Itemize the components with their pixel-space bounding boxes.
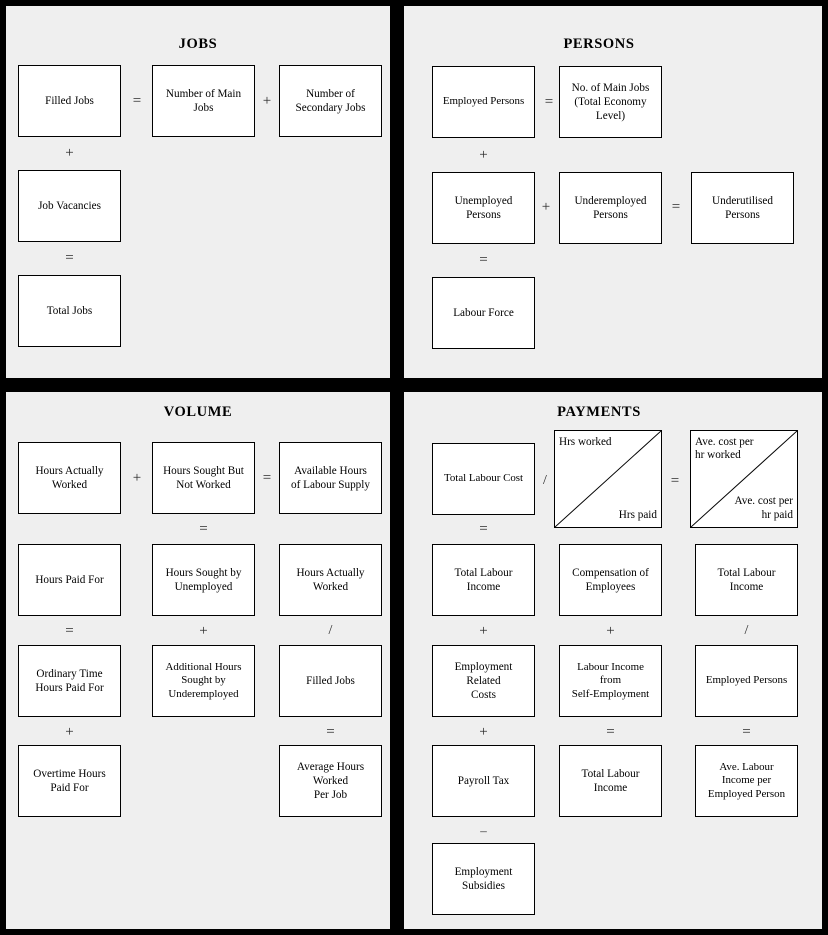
box-labour-force[interactable]: Labour Force [432, 277, 535, 349]
box-number-of-main-jobs[interactable]: Number of Main Jobs [152, 65, 255, 137]
box-hours-actually-worked-2[interactable]: Hours Actually Worked [279, 544, 382, 616]
label-ave-cost-per-hr-paid: Ave. cost per hr paid [734, 495, 793, 521]
operator-equals-payments-c2c: = [606, 724, 615, 740]
quadrant-title-persons: PERSONS [563, 36, 635, 52]
box-total-labour-income-2[interactable]: Total Labour Income [695, 544, 798, 616]
operator-slash-volume-c3b: / [328, 623, 333, 638]
quadrant-volume: VOLUME Hours Actually Worked + Hours Sou… [6, 392, 390, 929]
operator-plus-jobs-r1: + [262, 93, 272, 109]
box-job-vacancies[interactable]: Job Vacancies [18, 170, 121, 242]
box-compensation-of-employees[interactable]: Compensation of Employees [559, 544, 662, 616]
operator-plus-jobs-c1a: + [65, 145, 74, 161]
label-hrs-paid: Hrs paid [618, 508, 657, 521]
box-number-of-secondary-jobs[interactable]: Number of Secondary Jobs [279, 65, 382, 137]
box-ordinary-time-hours-paid-for[interactable]: Ordinary Time Hours Paid For [18, 645, 121, 717]
operator-plus-payments-c1c: + [479, 724, 488, 740]
box-hours-sought-but-not-worked[interactable]: Hours Sought But Not Worked [152, 442, 255, 514]
box-available-hours-of-labour-supply[interactable]: Available Hours of Labour Supply [279, 442, 382, 514]
operator-plus-volume-r1: + [132, 470, 142, 486]
box-additional-hours-sought-by-underemployed[interactable]: Additional Hours Sought by Underemployed [152, 645, 255, 717]
operator-plus-persons-r2: + [541, 199, 551, 215]
box-hours-actually-worked[interactable]: Hours Actually Worked [18, 442, 121, 514]
box-hrs-worked-over-hrs-paid[interactable]: Hrs worked Hrs paid [554, 430, 662, 528]
operator-equals-volume-r1: = [262, 470, 272, 486]
quadrant-title-jobs: JOBS [178, 36, 218, 52]
quadrant-jobs: JOBS Filled Jobs = Number of Main Jobs +… [6, 6, 390, 378]
box-no-of-main-jobs-total-economy[interactable]: No. of Main Jobs (Total Economy Level) [559, 66, 662, 138]
operator-slash-payments-r1: / [543, 473, 547, 488]
box-hours-sought-by-unemployed[interactable]: Hours Sought by Unemployed [152, 544, 255, 616]
operator-equals-persons-r2: = [671, 199, 681, 215]
quadrant-title-volume: VOLUME [163, 404, 233, 420]
box-payroll-tax[interactable]: Payroll Tax [432, 745, 535, 817]
box-employed-persons-payments[interactable]: Employed Persons [695, 645, 798, 717]
operator-equals-payments-c3c: = [742, 724, 751, 740]
operator-equals-payments-r1: = [670, 473, 680, 489]
operator-plus-persons-c1a: + [479, 147, 488, 163]
operator-equals-jobs-c1b: = [65, 250, 74, 266]
box-employment-subsidies[interactable]: Employment Subsidies [432, 843, 535, 915]
operator-plus-payments-c2b: + [606, 623, 615, 639]
box-overtime-hours-paid-for[interactable]: Overtime Hours Paid For [18, 745, 121, 817]
box-ave-cost-per-hr-worked-over-paid[interactable]: Ave. cost per hr worked Ave. cost per hr… [690, 430, 798, 528]
quadrant-title-payments: PAYMENTS [557, 404, 641, 420]
box-hours-paid-for[interactable]: Hours Paid For [18, 544, 121, 616]
operator-equals-volume-c1a: = [65, 623, 74, 639]
operator-plus-volume-c2b: + [199, 623, 208, 639]
box-total-labour-income-1[interactable]: Total Labour Income [432, 544, 535, 616]
box-employed-persons[interactable]: Employed Persons [432, 66, 535, 138]
box-filled-jobs[interactable]: Filled Jobs [18, 65, 121, 137]
label-hrs-worked: Hrs worked [559, 436, 612, 448]
box-underutilised-persons[interactable]: Underutilised Persons [691, 172, 794, 244]
box-average-hours-worked-per-job[interactable]: Average Hours Worked Per Job [279, 745, 382, 817]
operator-equals-persons-r1: = [544, 94, 554, 110]
label-ave-cost-per-hr-worked: Ave. cost per hr worked [695, 436, 754, 462]
operator-equals-jobs-r1: = [132, 93, 142, 109]
quadrant-persons: PERSONS Employed Persons = No. of Main J… [404, 6, 822, 378]
box-ave-labour-income-per-employed-person[interactable]: Ave. Labour Income per Employed Person [695, 745, 798, 817]
box-filled-jobs-volume[interactable]: Filled Jobs [279, 645, 382, 717]
box-total-labour-income-3[interactable]: Total Labour Income [559, 745, 662, 817]
operator-equals-persons-c1b: = [479, 252, 488, 268]
box-total-jobs[interactable]: Total Jobs [18, 275, 121, 347]
operator-slash-payments-c3b: / [744, 623, 749, 638]
diagonal-divider-icon [555, 431, 661, 527]
box-underemployed-persons[interactable]: Underemployed Persons [559, 172, 662, 244]
box-employment-related-costs[interactable]: Employment Related Costs [432, 645, 535, 717]
quadrant-payments: PAYMENTS Total Labour Cost / Hrs worked … [404, 392, 822, 929]
diagonal-divider-icon [691, 431, 797, 527]
operator-minus-payments-c1d: – [480, 823, 487, 838]
box-unemployed-persons[interactable]: Unemployed Persons [432, 172, 535, 244]
operator-equals-payments-c1a: = [479, 521, 488, 537]
operator-plus-volume-c1b: + [65, 724, 74, 740]
operator-plus-payments-c1b: + [479, 623, 488, 639]
operator-equals-volume-c3c: = [326, 724, 335, 740]
operator-equals-volume-c2a: = [199, 521, 208, 537]
box-total-labour-cost[interactable]: Total Labour Cost [432, 443, 535, 515]
box-labour-income-from-self-employment[interactable]: Labour Income from Self-Employment [559, 645, 662, 717]
